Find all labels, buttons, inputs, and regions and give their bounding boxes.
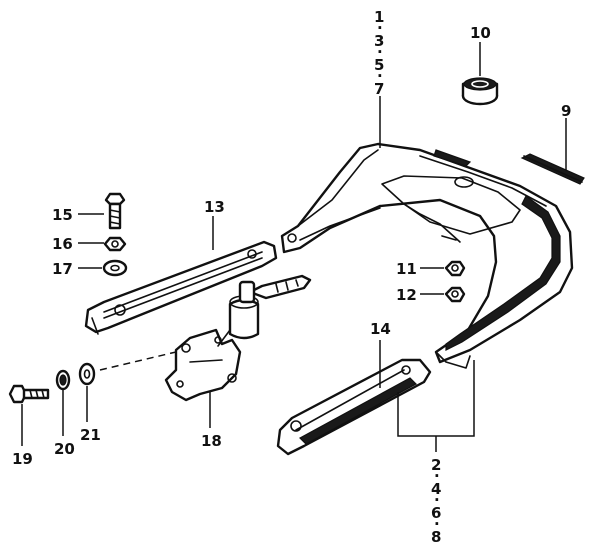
bolt-15 [104, 192, 126, 230]
callout-18: 18 [201, 432, 222, 450]
nut-11 [444, 260, 466, 277]
nut-16 [103, 236, 127, 252]
callout-11: 11 [396, 260, 417, 278]
callout-5: 5 [374, 56, 384, 74]
callout-2: 2 [431, 456, 441, 474]
callout-16: 16 [52, 235, 73, 253]
lock-bracket [164, 274, 312, 402]
callout-dot-1: · [377, 19, 383, 37]
callout-19: 19 [12, 450, 33, 468]
callout-12: 12 [396, 286, 417, 304]
callout-7: 7 [374, 80, 384, 98]
nut-12 [444, 286, 466, 303]
left-side-rail [84, 240, 278, 335]
callout-9: 9 [561, 102, 571, 120]
reflector-strip [520, 153, 585, 185]
rubber-cushion [461, 77, 499, 106]
callout-1: 1 [374, 8, 384, 26]
callout-labels: 1 · 3 · 5 · 7 10 9 11 12 13 14 15 16 17 … [12, 8, 571, 546]
callout-20: 20 [54, 440, 75, 458]
callout-dot-5: · [377, 67, 383, 85]
callout-dot-6: · [434, 515, 440, 533]
callout-4: 4 [431, 480, 441, 498]
callout-14: 14 [370, 320, 391, 338]
washer-21 [78, 362, 96, 386]
callout-15: 15 [52, 206, 73, 224]
bolt-19 [8, 384, 50, 404]
callout-dot-2: · [434, 467, 440, 485]
rear-carrier-frame [280, 142, 574, 369]
callout-10: 10 [470, 24, 491, 42]
callout-6: 6 [431, 504, 441, 522]
callout-dot-3: · [377, 43, 383, 61]
callout-13: 13 [204, 198, 225, 216]
callout-dot-4: · [434, 491, 440, 509]
callout-3: 3 [374, 32, 384, 50]
leader-lines [21, 42, 567, 452]
callout-8: 8 [431, 528, 441, 546]
washer-17 [102, 259, 128, 277]
callout-21: 21 [80, 426, 101, 444]
nut-20 [55, 369, 71, 391]
right-side-rail [276, 358, 432, 456]
callout-17: 17 [52, 260, 73, 278]
